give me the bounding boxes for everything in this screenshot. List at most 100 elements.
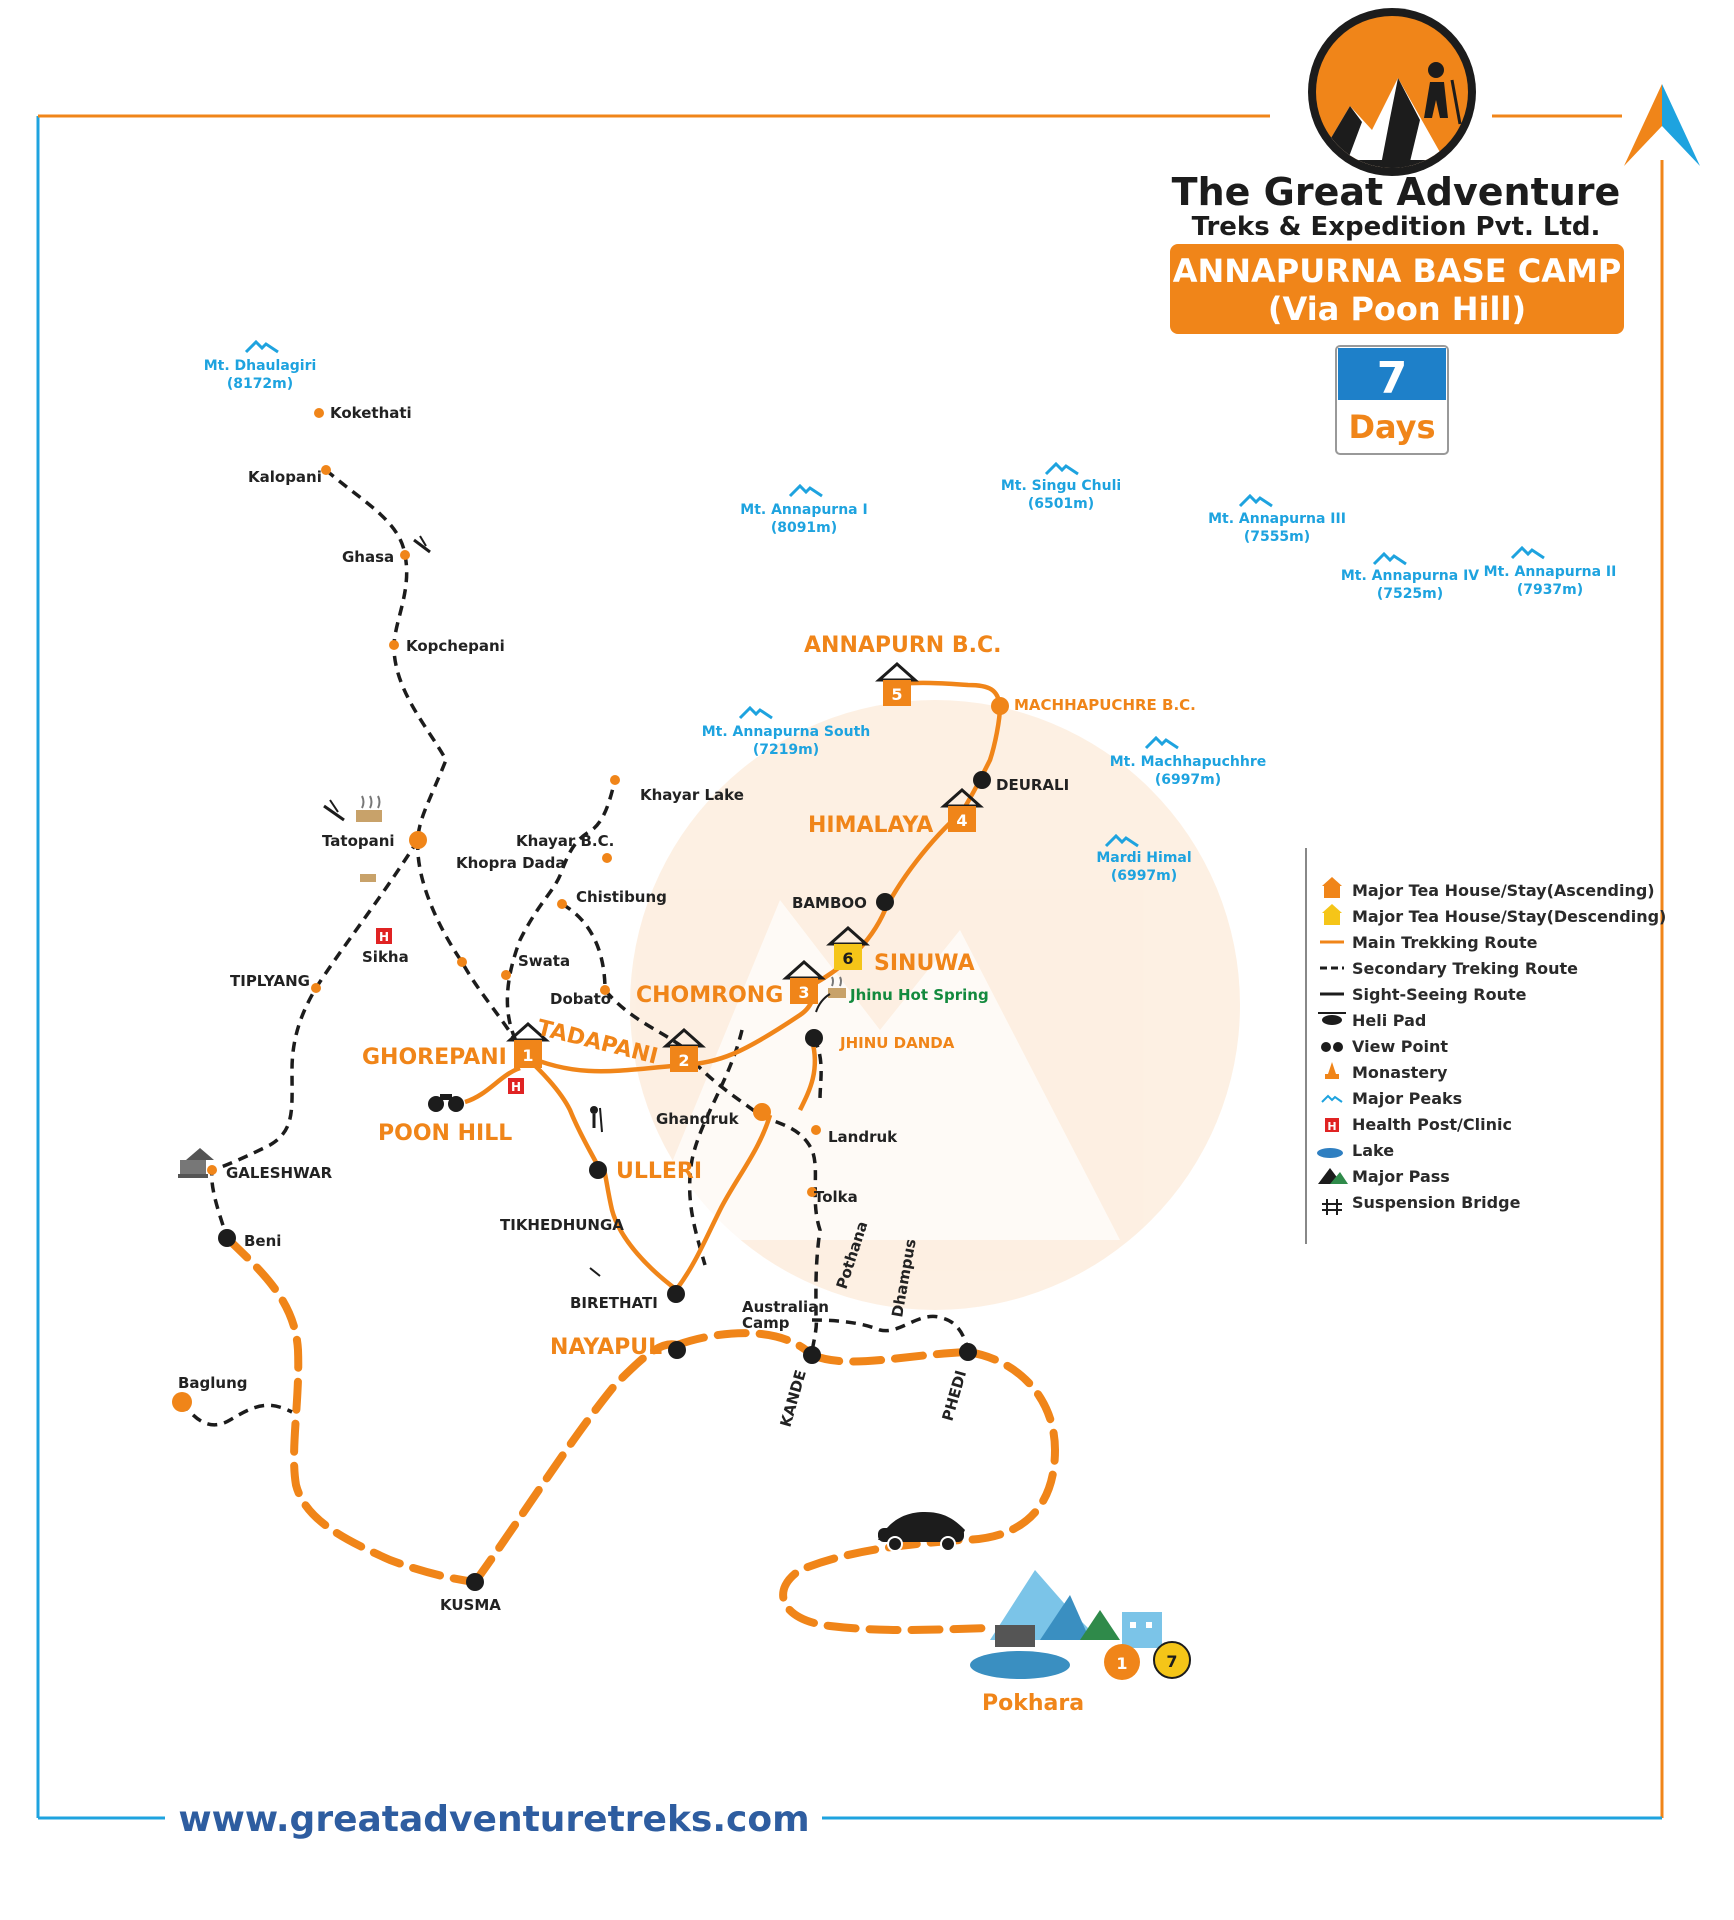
- health-post-icon: H: [376, 928, 392, 944]
- legend-label: Major Tea House/Stay(Descending): [1352, 907, 1666, 926]
- label-phedi: PHEDI: [939, 1368, 971, 1423]
- place-dot: [991, 697, 1009, 715]
- legend-label: Major Tea House/Stay(Ascending): [1352, 881, 1655, 900]
- label-pokhara: Pokhara: [982, 1691, 1084, 1716]
- stop-chomrong: 3: [782, 959, 826, 1004]
- peak-icon: [738, 705, 773, 720]
- place-dot: [311, 983, 321, 993]
- peak-icon: [1510, 545, 1545, 560]
- peak-name: Mardi Himal: [1096, 850, 1191, 866]
- legend-label: Health Post/Clinic: [1352, 1115, 1512, 1134]
- place-dot: [807, 1187, 817, 1197]
- label-birethati: BIRETHATI: [570, 1294, 658, 1312]
- company-subtitle: Treks & Expedition Pvt. Ltd.: [1192, 212, 1601, 242]
- background-watermark: [630, 700, 1240, 1310]
- label-khayar-lake: Khayar Lake: [640, 786, 744, 804]
- legend-label: Major Pass: [1352, 1167, 1450, 1186]
- road-phedi-pokhara: [779, 1348, 1060, 1634]
- health-post-icon: H: [508, 1078, 524, 1094]
- label-beni: Beni: [244, 1232, 281, 1250]
- peak-name: Mt. Annapurna South: [702, 724, 871, 740]
- label-nayapul: NAYAPUL: [550, 1335, 662, 1360]
- svg-text:H: H: [379, 930, 389, 944]
- place-dot: [389, 640, 399, 650]
- stop-number: 6: [842, 949, 853, 968]
- place-dots: [172, 408, 1009, 1412]
- monastery-icon: [178, 1148, 214, 1178]
- peak-icon: [788, 483, 823, 498]
- peak-marker: Mt. Machhapuchhre (6997m): [1110, 735, 1266, 788]
- label-ghandruk: Ghandruk: [656, 1110, 740, 1128]
- label-sikha: Sikha: [362, 948, 409, 966]
- label-tiplyang: TIPLYANG: [230, 972, 310, 990]
- peaks: Mt. Dhaulagiri (8172m) Mt. Annapurna I (…: [204, 339, 1617, 884]
- legend-label: Heli Pad: [1352, 1011, 1426, 1030]
- stop-number: 3: [798, 983, 809, 1002]
- place-dot: [207, 1165, 217, 1175]
- town-dot: [805, 1029, 823, 1047]
- company-logo: [1308, 8, 1476, 176]
- legend-label: Secondary Treking Route: [1352, 959, 1578, 978]
- hot-spring-icon: [356, 795, 382, 822]
- town-dot: [973, 771, 991, 789]
- legend-item: Main Trekking Route: [1320, 933, 1538, 952]
- peak-height: (7937m): [1517, 582, 1583, 598]
- stop-annapurna-bc: 5: [875, 661, 919, 706]
- label-dobato: Dobato: [550, 990, 611, 1008]
- town-dot: [959, 1343, 977, 1361]
- legend-item: Lake: [1317, 1141, 1394, 1160]
- peak-icon: [1372, 551, 1407, 566]
- binoculars-icon: [1321, 1042, 1343, 1052]
- label-sinuwa: SINUWA: [874, 951, 975, 976]
- legend-label: Major Peaks: [1352, 1089, 1462, 1108]
- town-dot: [668, 1341, 686, 1359]
- label-tatopani: Tatopani: [322, 832, 395, 850]
- peak-name: Mt. Annapurna II: [1484, 564, 1617, 580]
- peak-icon: [1104, 833, 1139, 848]
- peak-height: (6997m): [1155, 772, 1221, 788]
- peak-name: Mt. Annapurna IV: [1341, 568, 1479, 584]
- label-poon-hill: POON HILL: [378, 1121, 512, 1146]
- place-dot: [602, 853, 612, 863]
- legend-item: Heli Pad: [1318, 1011, 1426, 1030]
- house-ascending-icon: [1322, 877, 1342, 898]
- legend-item: Suspension Bridge: [1322, 1193, 1521, 1215]
- days-number: 7: [1377, 353, 1408, 404]
- peak-marker: Mt. Singu Chuli (6501m): [1001, 461, 1121, 512]
- route-ghandruk-birethati-main: [674, 1114, 773, 1292]
- label-tikhedhunga: TIKHEDHUNGA: [500, 1216, 624, 1234]
- route-kalopani-tatopani: [324, 468, 448, 841]
- helipad-icon: [1318, 1012, 1346, 1025]
- legend-item: Major Peaks: [1321, 1089, 1462, 1108]
- stop-tadapani: 2: [662, 1027, 706, 1072]
- suspension-bridge-icon: [323, 799, 345, 822]
- peak-height: (7555m): [1244, 529, 1310, 545]
- trekker-icon: [590, 1106, 603, 1133]
- label-baglung: Baglung: [178, 1374, 248, 1392]
- peak-marker: Mt. Dhaulagiri (8172m): [204, 339, 316, 392]
- label-machhapuchre-bc: MACHHAPUCHRE B.C.: [1014, 696, 1196, 714]
- place-dot: [409, 831, 427, 849]
- bridge-icon: [1322, 1199, 1342, 1215]
- website-link[interactable]: www.greatadventuretreks.com: [178, 1799, 809, 1840]
- label-galeshwar: GALESHWAR: [226, 1164, 333, 1182]
- peak-name: Mt. Annapurna I: [740, 502, 867, 518]
- label-deurali: DEURALI: [996, 776, 1069, 794]
- legend-item: Sight-Seeing Route: [1320, 985, 1527, 1004]
- peak-name: Mt. Annapurna III: [1208, 511, 1346, 527]
- binoculars-icon: [428, 1094, 464, 1112]
- road-nayapul-kande: [673, 1329, 816, 1359]
- peak-marker: Mt. Annapurna I (8091m): [740, 483, 868, 536]
- peak-height: (7525m): [1377, 586, 1443, 602]
- legend-item: Secondary Treking Route: [1320, 959, 1578, 978]
- legend-item: View Point: [1321, 1037, 1448, 1056]
- label-ulleri: ULLERI: [616, 1159, 702, 1184]
- stop-pokhara: 1 7: [1104, 1641, 1191, 1680]
- hot-spring-icon: [828, 976, 846, 998]
- days-badge: 7 Days: [1335, 345, 1449, 455]
- lake-icon: [1317, 1148, 1343, 1158]
- days-label: Days: [1348, 408, 1435, 446]
- place-dot: [753, 1103, 771, 1121]
- map-icons: H H: [178, 535, 846, 1277]
